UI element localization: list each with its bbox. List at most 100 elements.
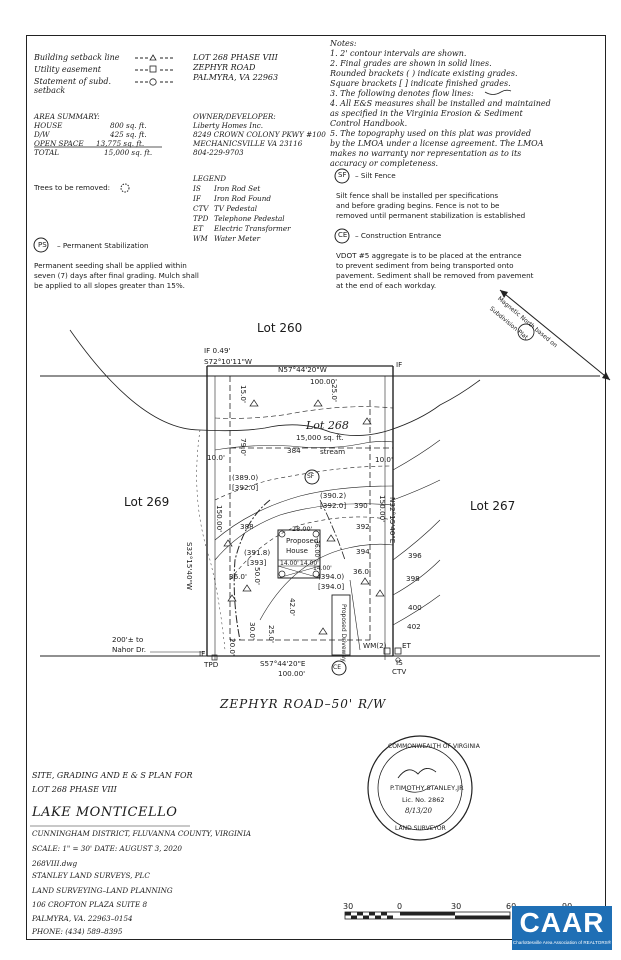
scale-60: 60 — [506, 902, 516, 911]
bearing-right: N32°15'40"E — [388, 497, 397, 544]
area-total-value: 15,000 sq. ft. — [104, 148, 153, 157]
grade-394a: (394.0) — [318, 572, 345, 581]
if-top-right: IF — [396, 360, 403, 369]
dim-30: 30.0' — [248, 622, 257, 640]
title-line5: SCALE: 1" = 30' DATE: AUGUST 3, 2020 — [32, 844, 183, 853]
legend-code-wm: WM — [193, 234, 208, 243]
lot-268-area: 15,000 sq. ft. — [296, 433, 344, 442]
driveway-label: Proposed Driveway — [340, 604, 347, 662]
sf-label: – Silt Fence — [355, 171, 396, 180]
utility-easement-label: Utility easement — [34, 65, 101, 74]
notes-title: Notes: — [330, 39, 357, 48]
sf-text2: and before grading begins. Fence is not … — [336, 201, 500, 210]
area-house-value: 800 sq. ft. — [110, 121, 147, 130]
area-total-label: TOTAL — [34, 148, 60, 157]
subd-setback-label-2: setback — [34, 86, 66, 95]
lot-info-line3: PALMYRA, VA 22963 — [193, 73, 279, 82]
note-line-7: as specified in the Virginia Erosion & S… — [330, 109, 523, 118]
ps-text3: be applied to all slopes greater than 15… — [34, 281, 185, 290]
ps-text2: seven (7) days after final grading. Mulc… — [34, 271, 199, 280]
dim-20: 20.0' — [228, 638, 237, 656]
note-line-10: by the LMOA under a license agreement. T… — [330, 139, 544, 148]
contour-394: 394 — [356, 547, 370, 556]
contour-398: 398 — [406, 574, 420, 583]
legend-code-is: IS — [193, 184, 201, 193]
seal-date: 8/13/20 — [405, 807, 432, 815]
legend-code-et: ET — [193, 224, 204, 233]
owner-line3: MECHANICSVILLE VA 23116 — [193, 139, 303, 148]
seal-top: COMMONWEALTH OF VIRGINIA — [388, 743, 480, 750]
title-line9: 106 CROFTON PLAZA SUITE 8 — [32, 900, 148, 909]
contour-396: 396 — [408, 551, 422, 560]
if-049-label: IF 0.49' — [204, 346, 231, 355]
ce-code: CE — [338, 231, 348, 239]
lot-info-line2: ZEPHYR ROAD — [193, 63, 256, 72]
ps-label: – Permanent Stabilization — [57, 241, 149, 250]
note-line-9: 5. The topography used on this plat was … — [330, 129, 531, 138]
title-line11: PHONE: (434) 589–8395 — [32, 927, 123, 936]
note-line-5: 3. The following denotes flow lines: — [330, 89, 474, 98]
scale-30-left: 30 — [343, 902, 354, 911]
setback-25: 25.0' — [330, 384, 339, 402]
house-dim-36a: 36.00' — [313, 540, 320, 559]
lot-268-label: Lot 268 — [306, 419, 349, 432]
ce-label: – Construction Entrance — [355, 231, 442, 240]
ce-text3: pavement. Sediment shall be removed from… — [336, 271, 534, 280]
house-dim-36r: 36.0' — [353, 567, 371, 576]
owner-line4: 804-229-9703 — [193, 148, 244, 157]
contour-384: 384 — [287, 446, 301, 455]
lot-269-label: Lot 269 — [124, 495, 170, 509]
house-dim-14b: 14.00' — [300, 560, 319, 567]
contour-400: 400 — [408, 603, 422, 612]
ce-text1: VDOT #5 aggregate is to be placed at the… — [336, 251, 522, 260]
grade-393: [393] — [247, 558, 267, 567]
lot-267-label: Lot 267 — [470, 499, 516, 513]
is-label: IS — [396, 658, 403, 667]
owner-title: OWNER/DEVELOPER: — [193, 112, 276, 121]
owner-line1: Liberty Homes Inc. — [193, 121, 264, 130]
area-open-value: 13,775 sq. ft. — [96, 139, 145, 148]
house-label-1: Proposed — [286, 537, 319, 545]
dist-bottom: 100.00' — [278, 669, 306, 678]
legend-desc-wm: Water Meter — [214, 234, 261, 243]
owner-line2: 8249 CROWN COLONY PKWY #100 — [193, 130, 326, 139]
ps-text1: Permanent seeding shall be applied withi… — [34, 261, 187, 270]
nahor-dist-1: 200'± to — [112, 635, 144, 644]
note-line-6: 4. All E&S measures shall be installed a… — [330, 99, 551, 108]
legend-desc-et: Electric Transformer — [214, 224, 291, 233]
legend-desc-is: Iron Rod Set — [214, 184, 261, 193]
ce-text2: to prevent sediment from being transport… — [336, 261, 514, 270]
sf-tag: SF — [307, 473, 315, 480]
dim-79: 79.0' — [239, 438, 248, 456]
bearing-top: N57°44'20"W — [278, 365, 327, 374]
legend-code-if: IF — [193, 194, 201, 203]
title-line8: LAND SURVEYING–LAND PLANNING — [32, 886, 173, 895]
area-open-label: OPEN SPACE — [34, 139, 84, 148]
house-dim-14a: 14.00' — [280, 560, 299, 567]
grade-394b: [394.0] — [318, 582, 345, 591]
building-setback-label: Building setback line — [34, 53, 120, 62]
note-line-1: 1. 2' contour intervals are shown. — [330, 49, 467, 58]
tpd-label: TPD — [204, 660, 219, 669]
contour-390: 390 — [354, 501, 368, 510]
ce-text4: at the end of each workday. — [336, 281, 437, 290]
seal-bottom: LAND SURVEYOR — [395, 825, 446, 832]
note-line-2: 2. Final grades are shown in solid lines… — [330, 59, 492, 68]
legend-desc-tpd: Telephone Pedestal — [214, 214, 285, 223]
note-line-12: accuracy or completeness. — [330, 159, 439, 168]
sf-code: SF — [338, 171, 347, 179]
lot-260-label: Lot 260 — [257, 321, 303, 335]
title-line1: SITE, GRADING AND E & S PLAN FOR — [32, 771, 193, 780]
ce-tag: CE — [333, 664, 341, 671]
scale-0: 0 — [397, 902, 403, 911]
grade-391: (391.8) — [244, 548, 271, 557]
title-line4: CUNNINGHAM DISTRICT, FLUVANNA COUNTY, VI… — [32, 829, 252, 838]
wm-label: WM(2) — [363, 641, 387, 650]
scale-bar — [344, 911, 511, 920]
bearing-left: S32°15'40"W — [185, 542, 194, 590]
title-line3: LAKE MONTICELLO — [32, 805, 178, 820]
legend-desc-if: Iron Rod Found — [214, 194, 271, 203]
grade-392a: [392.0] — [232, 483, 259, 492]
